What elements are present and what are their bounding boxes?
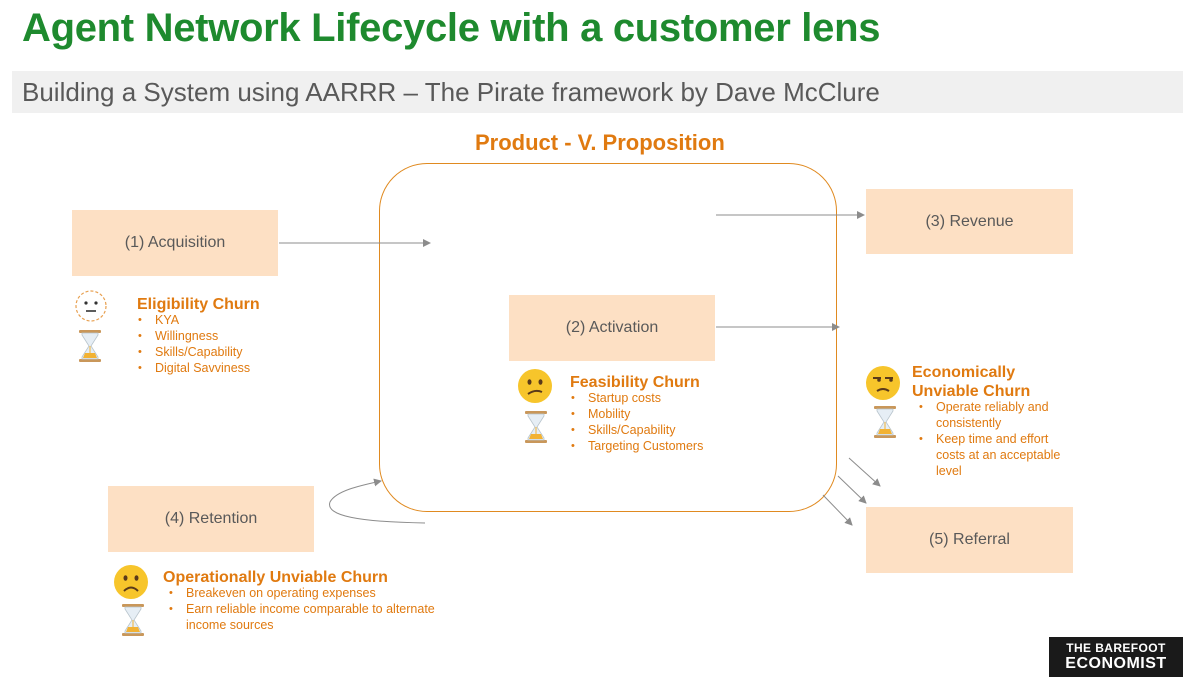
list-item: Mobility bbox=[570, 406, 770, 422]
list-item: Keep time and effort costs at an accepta… bbox=[918, 431, 1078, 479]
stage-referral-label: (5) Referral bbox=[929, 531, 1010, 548]
economic-churn-title-line1: Economically bbox=[912, 364, 1016, 381]
stage-acquisition-label: (1) Acquisition bbox=[124, 234, 226, 251]
page-title: Agent Network Lifecycle with a customer … bbox=[22, 6, 881, 50]
logo-line1: THE BAREFOOT bbox=[1066, 641, 1166, 655]
hourglass-icon bbox=[525, 411, 547, 443]
stage-referral: (5) Referral bbox=[866, 507, 1073, 573]
subtitle-bar: Building a System using AARRR – The Pira… bbox=[12, 71, 1183, 113]
stage-retention-label: (4) Retention bbox=[164, 510, 258, 527]
stage-activation-label: (2) Activation bbox=[565, 319, 659, 336]
neutral-face-icon bbox=[75, 290, 107, 322]
frowning-face-icon bbox=[114, 565, 148, 599]
feasibility-churn-list: Startup costs Mobility Skills/Capability… bbox=[570, 390, 770, 454]
list-item: Willingness bbox=[137, 328, 337, 344]
list-item: Digital Savviness bbox=[137, 360, 337, 376]
product-title: Product - V. Proposition bbox=[475, 130, 725, 155]
stage-activation: (2) Activation bbox=[509, 295, 715, 361]
list-item: Breakeven on operating expenses bbox=[168, 585, 468, 601]
arrow-to-referral-2 bbox=[837, 475, 867, 504]
stage-revenue-label: (3) Revenue bbox=[925, 212, 1014, 230]
confused-face-icon bbox=[518, 369, 552, 403]
feasibility-churn-title: Feasibility Churn bbox=[570, 374, 700, 391]
eligibility-churn-list: KYA Willingness Skills/Capability Digita… bbox=[137, 312, 337, 376]
logo-line2: ECONOMIST bbox=[1065, 655, 1167, 672]
hourglass-icon bbox=[79, 330, 101, 362]
list-item: Startup costs bbox=[570, 390, 770, 406]
stage-revenue: (3) Revenue bbox=[866, 189, 1073, 254]
hourglass-icon bbox=[122, 604, 144, 636]
arrow-to-referral-3 bbox=[822, 494, 853, 526]
arrow-retention-loop bbox=[329, 478, 426, 524]
list-item: Earn reliable income comparable to alter… bbox=[168, 601, 468, 633]
hourglass-icon bbox=[874, 406, 896, 438]
list-item: KYA bbox=[137, 312, 337, 328]
unamused-face-icon bbox=[866, 366, 900, 400]
economic-churn-title-line2: Unviable Churn bbox=[912, 383, 1031, 400]
barefoot-economist-logo: THE BAREFOOT ECONOMIST bbox=[1049, 637, 1183, 677]
operational-churn-list: Breakeven on operating expenses Earn rel… bbox=[168, 585, 468, 633]
stage-acquisition: (1) Acquisition bbox=[72, 210, 278, 276]
product-frame bbox=[379, 163, 837, 512]
arrow-to-referral-1 bbox=[848, 457, 881, 487]
economic-churn-list: Operate reliably and consistently Keep t… bbox=[918, 399, 1078, 479]
page-subtitle: Building a System using AARRR – The Pira… bbox=[22, 77, 880, 107]
eligibility-churn-title: Eligibility Churn bbox=[137, 296, 260, 313]
operational-churn-title: Operationally Unviable Churn bbox=[163, 569, 388, 586]
stage-retention: (4) Retention bbox=[108, 486, 314, 552]
list-item: Operate reliably and consistently bbox=[918, 399, 1078, 431]
list-item: Skills/Capability bbox=[570, 422, 770, 438]
list-item: Skills/Capability bbox=[137, 344, 337, 360]
list-item: Targeting Customers bbox=[570, 438, 770, 454]
